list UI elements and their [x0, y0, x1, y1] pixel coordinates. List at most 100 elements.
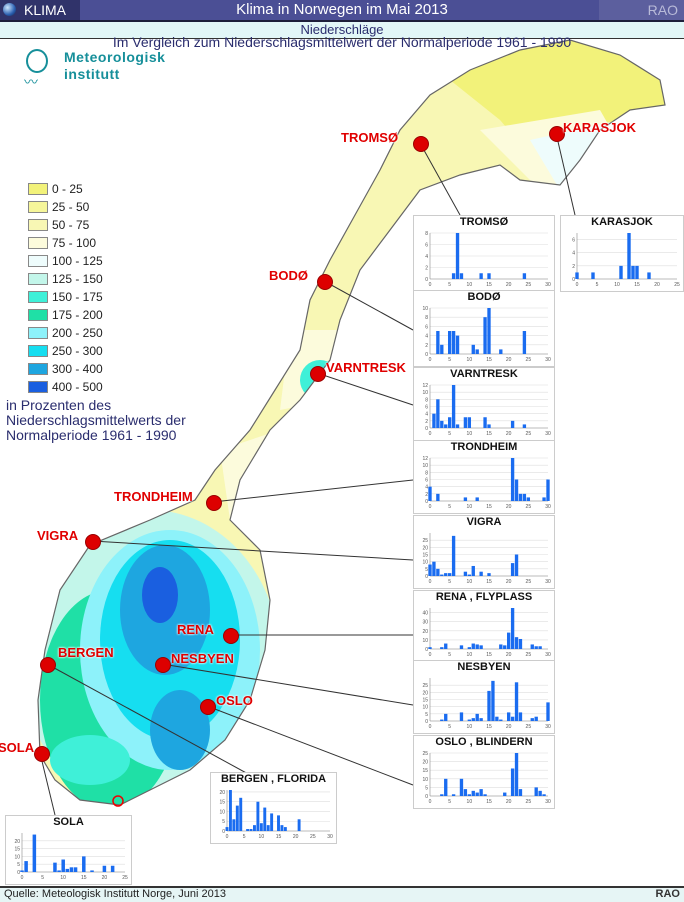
y-tick-label: 20 — [422, 760, 428, 766]
x-tick-label: 5 — [243, 834, 246, 840]
y-tick-label: 2 — [572, 264, 575, 270]
y-tick-label: 10 — [422, 705, 428, 711]
precip-bar — [631, 265, 635, 279]
x-tick-label: 15 — [81, 875, 87, 881]
x-tick-label: 20 — [506, 799, 512, 805]
logo-wave-icon: 〰 — [24, 74, 38, 90]
precip-bar — [459, 778, 464, 796]
precip-bar — [530, 644, 534, 649]
x-tick-label: 15 — [486, 282, 492, 288]
precip-bar — [428, 647, 432, 649]
precip-bar — [518, 789, 523, 796]
precip-bar — [297, 819, 301, 831]
y-tick-label: 6 — [425, 243, 428, 249]
y-tick-label: 0 — [425, 719, 428, 725]
station-label: OSLO — [216, 693, 253, 708]
legend-item: 150 - 175 — [28, 288, 103, 306]
y-tick-label: 10 — [422, 463, 428, 469]
precip-bar — [510, 420, 515, 428]
legend-swatch — [28, 363, 48, 375]
y-tick-label: 8 — [425, 470, 428, 476]
y-tick-label: 10 — [422, 390, 428, 396]
chart-title: KARASJOK — [591, 216, 653, 228]
y-tick-label: 10 — [219, 809, 225, 815]
precip-bar — [440, 420, 444, 428]
precip-bar — [471, 344, 475, 354]
x-tick-label: 20 — [506, 724, 512, 730]
station-dot-icon — [317, 274, 333, 290]
y-tick-label: 6 — [425, 405, 428, 411]
precip-bar — [506, 632, 511, 649]
y-tick-label: 10 — [422, 777, 428, 783]
precip-bar — [522, 493, 527, 501]
precip-bar — [283, 827, 287, 831]
precip-bar — [546, 702, 550, 721]
x-tick-label: 0 — [429, 799, 432, 805]
precip-bar — [479, 273, 483, 279]
precip-bar — [538, 790, 542, 796]
precip-bar — [514, 682, 519, 721]
precip-bar — [522, 331, 527, 354]
top-bar: KLIMA Klima in Norwegen im Mai 2013 RAO — [0, 0, 684, 22]
precip-bar — [280, 825, 284, 831]
precip-bar — [514, 753, 519, 796]
precip-bar — [575, 272, 579, 279]
legend-item: 400 - 500 — [28, 378, 103, 396]
precip-bar — [491, 680, 495, 721]
precip-bar — [503, 792, 507, 796]
callout-lines — [39, 132, 576, 816]
precip-bar — [518, 638, 523, 649]
x-tick-label: 25 — [526, 724, 532, 730]
x-tick-label: 30 — [545, 282, 551, 288]
legend-swatch — [28, 381, 48, 393]
station-dot-icon — [206, 495, 222, 511]
x-tick-label: 5 — [448, 357, 451, 363]
x-tick-label: 20 — [102, 875, 108, 881]
precip-bar — [232, 819, 236, 831]
y-tick-label: 0 — [425, 277, 428, 283]
section-tab[interactable]: KLIMA — [0, 0, 80, 20]
precip-bar — [635, 265, 639, 279]
precip-bar — [538, 646, 542, 649]
page-title: Klima in Norwegen im Mai 2013 — [236, 1, 448, 18]
chart-title: RENA , FLYPLASS — [435, 591, 533, 603]
x-tick-label: 20 — [506, 652, 512, 658]
y-tick-label: 5 — [17, 862, 20, 868]
y-tick-label: 20 — [219, 790, 225, 796]
y-tick-label: 15 — [14, 847, 20, 853]
precip-bar — [467, 719, 472, 721]
chart-title: TRONDHEIM — [450, 441, 518, 453]
x-tick-label: 15 — [634, 282, 640, 288]
precip-bar — [455, 233, 460, 279]
x-tick-label: 10 — [467, 652, 473, 658]
chart-title: NESBYEN — [457, 661, 511, 673]
y-tick-label: 10 — [422, 560, 428, 566]
brand-label[interactable]: RAO — [599, 0, 684, 20]
chart-title: TROMSØ — [459, 216, 509, 228]
legend-swatch — [28, 273, 48, 285]
legend-label: 125 - 150 — [52, 272, 103, 286]
precip-bar — [522, 273, 527, 279]
y-tick-label: 0 — [425, 574, 428, 580]
x-tick-label: 25 — [310, 834, 316, 840]
x-tick-label: 25 — [674, 282, 680, 288]
precip-bar — [432, 561, 436, 576]
legend-item: 75 - 100 — [28, 234, 103, 252]
precip-bar — [228, 790, 232, 831]
y-tick-label: 10 — [422, 638, 428, 644]
precip-bar — [253, 825, 256, 831]
precip-bar — [534, 716, 538, 721]
x-tick-label: 15 — [486, 799, 492, 805]
precip-bar — [499, 719, 503, 721]
x-tick-label: 10 — [467, 282, 473, 288]
x-tick-label: 0 — [429, 357, 432, 363]
precip-bar — [506, 712, 511, 721]
x-tick-label: 10 — [467, 799, 473, 805]
precip-bar — [440, 794, 444, 796]
precip-bar — [69, 867, 74, 872]
